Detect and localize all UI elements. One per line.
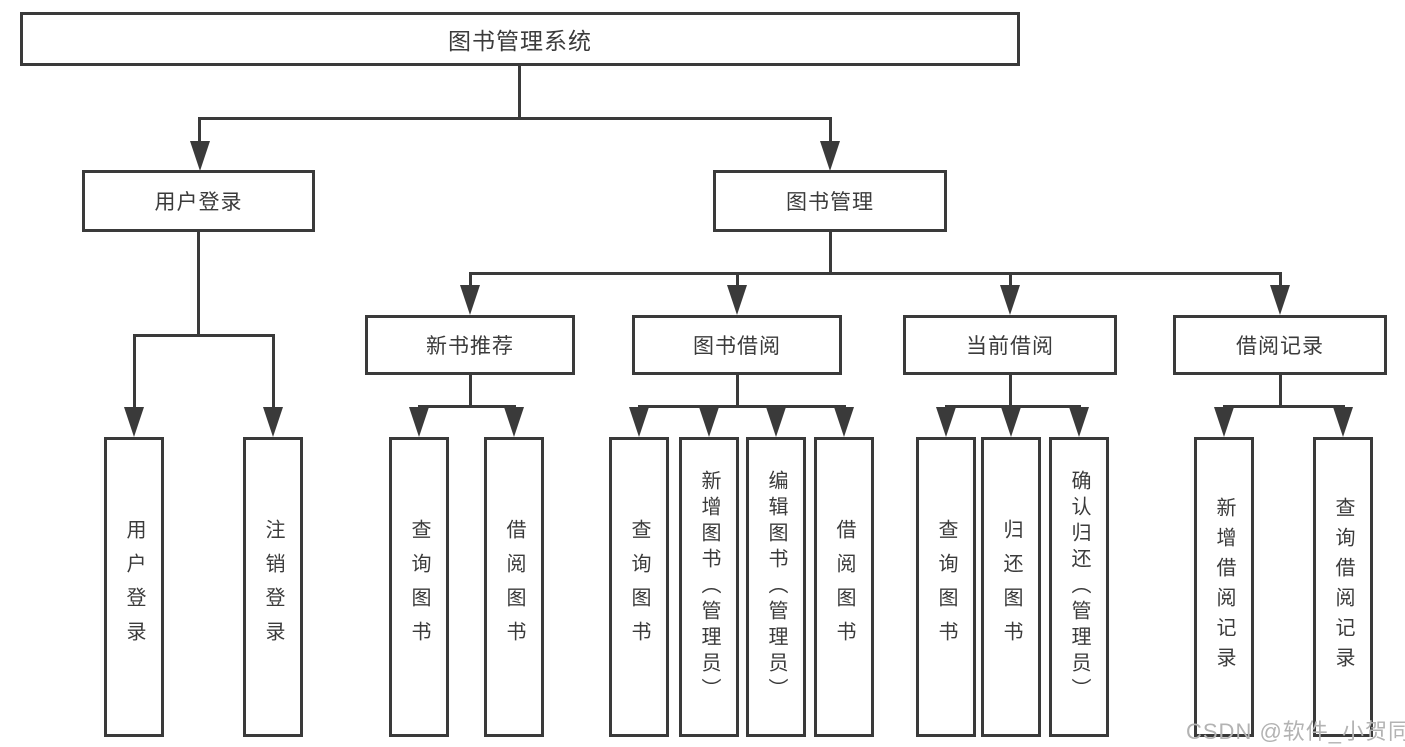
leaf-query-book-2-label: 查询图书: [628, 519, 650, 655]
leaf-borrow-book-1-label: 借阅图书: [503, 519, 525, 655]
arrow-down-icon: [766, 407, 786, 437]
arrow-down-icon: [1333, 407, 1353, 437]
connector-book-mgmt-branch: [469, 272, 1281, 275]
node-book-borrow-label: 图书借阅: [693, 335, 781, 358]
connector-current-borrow-stem: [1009, 375, 1012, 407]
leaf-edit-book-admin: 编辑图书（管理员）: [746, 437, 806, 737]
leaf-query-book-1: 查询图书: [389, 437, 449, 737]
leaf-query-book-2: 查询图书: [609, 437, 669, 737]
connector-book-mgmt-stem: [829, 232, 832, 274]
leaf-user-login-label: 用户登录: [123, 519, 145, 655]
connector-root-arm-right: [829, 117, 832, 145]
node-borrow-record-label: 借阅记录: [1236, 335, 1324, 358]
node-borrow-record: 借阅记录: [1173, 315, 1387, 375]
node-new-book-recommend: 新书推荐: [365, 315, 575, 375]
connector-book-mgmt-arm-4: [1279, 272, 1282, 290]
node-root: 图书管理系统: [20, 12, 1020, 66]
leaf-logout-label: 注销登录: [262, 519, 284, 655]
leaf-add-borrow-record-label: 新增借阅记录: [1213, 497, 1235, 677]
leaf-add-book-admin: 新增图书（管理员）: [679, 437, 739, 737]
connector-book-borrow-stem: [736, 375, 739, 407]
connector-book-borrow-branch: [638, 405, 846, 408]
leaf-add-book-admin-label: 新增图书（管理员）: [698, 470, 720, 704]
leaf-return-book-label: 归还图书: [1000, 519, 1022, 655]
arrow-down-icon: [629, 407, 649, 437]
connector-new-book-stem: [469, 375, 472, 407]
arrow-down-icon: [1001, 407, 1021, 437]
connector-user-login-branch: [133, 334, 275, 337]
arrow-down-icon: [1069, 407, 1089, 437]
arrow-down-icon: [936, 407, 956, 437]
leaf-logout: 注销登录: [243, 437, 303, 737]
node-book-borrow: 图书借阅: [632, 315, 842, 375]
connector-root-stem: [518, 66, 521, 119]
leaf-confirm-return-admin: 确认归还（管理员）: [1049, 437, 1109, 737]
arrow-down-icon: [460, 285, 480, 315]
node-current-borrow: 当前借阅: [903, 315, 1117, 375]
connector-root-arm-left: [198, 117, 201, 145]
leaf-query-book-3: 查询图书: [916, 437, 976, 737]
connector-user-login-arm-left: [133, 334, 136, 412]
connector-book-mgmt-arm-2: [736, 272, 739, 290]
arrow-down-icon: [1000, 285, 1020, 315]
arrow-down-icon: [727, 285, 747, 315]
connector-book-mgmt-arm-3: [1009, 272, 1012, 290]
leaf-return-book: 归还图书: [981, 437, 1041, 737]
leaf-borrow-book-2-label: 借阅图书: [833, 519, 855, 655]
leaf-borrow-book-1: 借阅图书: [484, 437, 544, 737]
connector-borrow-record-stem: [1279, 375, 1282, 407]
leaf-add-borrow-record: 新增借阅记录: [1194, 437, 1254, 737]
arrow-down-icon: [409, 407, 429, 437]
connector-borrow-record-branch: [1223, 405, 1345, 408]
connector-user-login-stem: [197, 232, 200, 336]
node-user-login: 用户登录: [82, 170, 315, 232]
leaf-edit-book-admin-label: 编辑图书（管理员）: [765, 470, 787, 704]
connector-current-borrow-branch: [945, 405, 1081, 408]
arrow-down-icon: [263, 407, 283, 437]
leaf-query-book-3-label: 查询图书: [935, 519, 957, 655]
connector-user-login-arm-right: [272, 334, 275, 412]
node-book-management: 图书管理: [713, 170, 947, 232]
arrow-down-icon: [190, 141, 210, 171]
arrow-down-icon: [820, 141, 840, 171]
leaf-query-borrow-record-label: 查询借阅记录: [1332, 497, 1354, 677]
leaf-query-borrow-record: 查询借阅记录: [1313, 437, 1373, 737]
leaf-user-login: 用户登录: [104, 437, 164, 737]
node-current-borrow-label: 当前借阅: [966, 335, 1054, 358]
leaf-confirm-return-admin-label: 确认归还（管理员）: [1068, 470, 1090, 704]
leaf-borrow-book-2: 借阅图书: [814, 437, 874, 737]
arrow-down-icon: [699, 407, 719, 437]
arrow-down-icon: [1270, 285, 1290, 315]
node-root-label: 图书管理系统: [448, 28, 592, 54]
connector-book-mgmt-arm-1: [469, 272, 472, 290]
leaf-query-book-1-label: 查询图书: [408, 519, 430, 655]
arrow-down-icon: [1214, 407, 1234, 437]
arrow-down-icon: [504, 407, 524, 437]
connector-new-book-branch: [418, 405, 516, 408]
node-new-book-recommend-label: 新书推荐: [426, 335, 514, 358]
connector-root-branch: [198, 117, 832, 120]
node-user-login-label: 用户登录: [154, 191, 243, 214]
node-book-management-label: 图书管理: [786, 191, 874, 214]
csdn-watermark: CSDN @软件_小贺同学: [1186, 719, 1405, 744]
arrow-down-icon: [124, 407, 144, 437]
arrow-down-icon: [834, 407, 854, 437]
